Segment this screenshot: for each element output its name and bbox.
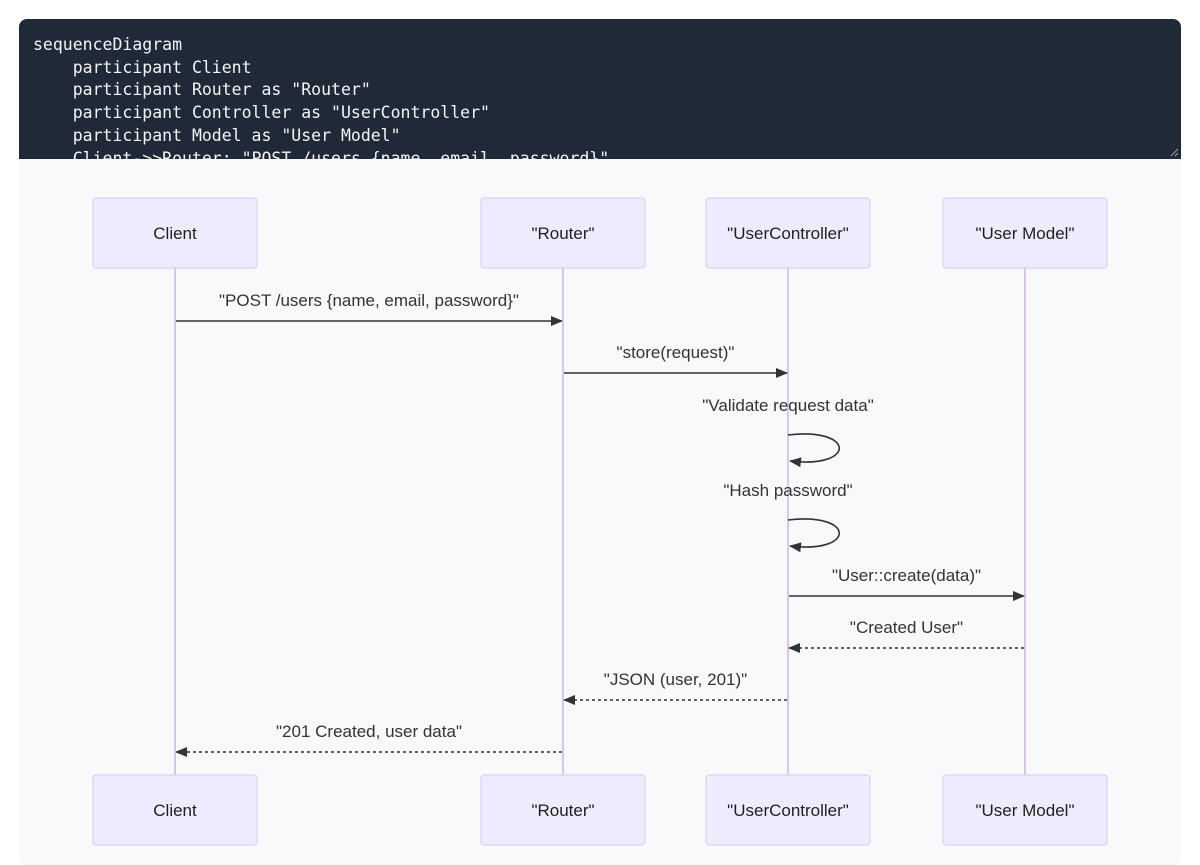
code-line: participant Controller as "UserControlle… (33, 103, 490, 123)
message-1: "POST /users {name, email, password}" (176, 291, 563, 326)
participant-model-top[interactable]: "User Model" (942, 197, 1108, 269)
code-line: participant Client (33, 57, 252, 77)
message-7: "JSON (user, 201)" (563, 670, 787, 705)
message-label: "Validate request data" (702, 396, 873, 415)
resize-grip-icon[interactable] (1169, 147, 1179, 157)
participant-box (942, 774, 1108, 846)
participant-label: Client (153, 224, 197, 243)
code-editor[interactable]: sequenceDiagram participant Client parti… (19, 19, 1181, 159)
participant-label: "UserController" (727, 224, 849, 243)
mermaid-live-panel: sequenceDiagram participant Client parti… (19, 19, 1181, 865)
message-6: "Created User" (788, 618, 1024, 653)
message-label: "User::create(data)" (832, 566, 981, 585)
code-line: participant Model as "User Model" (33, 125, 401, 145)
participant-client-top[interactable]: Client (92, 197, 258, 269)
self-message-arrow (787, 518, 841, 553)
participant-box (705, 774, 871, 846)
participant-label: "UserController" (727, 801, 849, 820)
message-label: "201 Created, user data" (276, 722, 462, 741)
participant-box (480, 774, 646, 846)
sequence-diagram-canvas: Client "Router" "UserController" "User Mode… (92, 197, 1108, 846)
message-4: "Hash password" (723, 481, 853, 553)
code-line: sequenceDiagram (33, 35, 183, 54)
message-label: "POST /users {name, email, password}" (219, 291, 519, 310)
message-5: "User::create(data)" (789, 566, 1025, 601)
message-label: "Hash password" (723, 481, 852, 500)
participant-box (705, 197, 871, 269)
participant-box (92, 774, 258, 846)
participant-label: "Router" (531, 801, 594, 820)
participant-client-bottom[interactable]: Client (92, 774, 258, 846)
participant-box (480, 197, 646, 269)
participant-router-top[interactable]: "Router" (480, 197, 646, 269)
participant-box (942, 197, 1108, 269)
code-line: Client->>Router: "POST /users {name, ema… (33, 148, 610, 159)
participant-label: "User Model" (976, 224, 1075, 243)
participant-router-bottom[interactable]: "Router" (480, 774, 646, 846)
participant-label: "Router" (531, 224, 594, 243)
participant-label: Client (153, 801, 197, 820)
code-text[interactable]: sequenceDiagram participant Client parti… (19, 19, 1181, 159)
self-message-arrow (787, 433, 841, 468)
message-2: "store(request)" (564, 343, 788, 378)
code-line: participant Router as "Router" (33, 80, 371, 100)
message-label: "JSON (user, 201)" (604, 670, 747, 689)
message-label: "store(request)" (617, 343, 735, 362)
participant-controller-bottom[interactable]: "UserController" (705, 774, 871, 846)
message-3: "Validate request data" (702, 396, 874, 468)
message-8: "201 Created, user data" (175, 722, 562, 757)
participant-label: "User Model" (976, 801, 1075, 820)
participant-model-bottom[interactable]: "User Model" (942, 774, 1108, 846)
sequence-diagram: Client "Router" "UserController" "User Mode… (19, 159, 1181, 865)
participant-box (92, 197, 258, 269)
participant-controller-top[interactable]: "UserController" (705, 197, 871, 269)
message-label: "Created User" (850, 618, 963, 637)
